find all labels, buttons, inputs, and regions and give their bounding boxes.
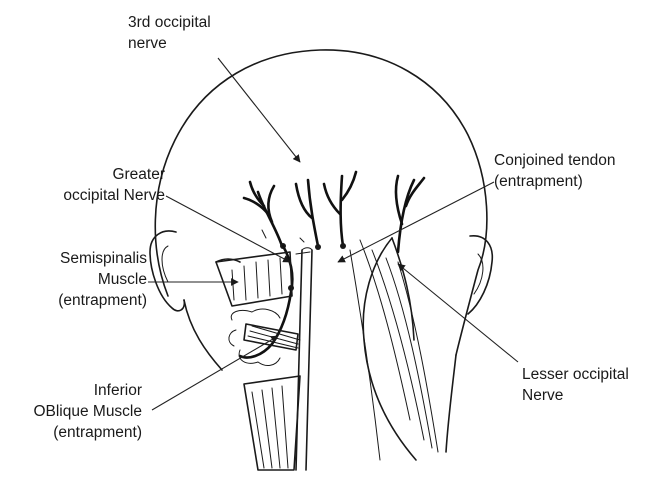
label-third-occipital-nerve: 3rd occipital nerve (128, 12, 211, 54)
label-lesser-occipital-nerve: Lesser occipital Nerve (522, 364, 629, 406)
scalp-nerve-branches (244, 172, 424, 252)
leader-conjoined-tendon (338, 182, 494, 262)
leader-greater-occipital (166, 196, 290, 262)
neck-right (446, 355, 456, 452)
head-outline (155, 50, 487, 355)
neck-left (184, 300, 222, 370)
label-conjoined-tendon: Conjoined tendon (entrapment) (494, 150, 616, 192)
semispinalis-muscle-block (216, 252, 292, 306)
label-greater-occipital-nerve: Greater occipital Nerve (63, 164, 165, 206)
label-inferior-oblique-muscle: Inferior OBlique Muscle (entrapment) (33, 380, 142, 443)
leader-third-occipital (218, 58, 300, 162)
right-ear (468, 236, 492, 314)
label-semispinalis-muscle: Semispinalis Muscle (entrapment) (58, 248, 147, 311)
leader-inferior-oblique (152, 336, 278, 410)
inferior-oblique-muscle (229, 309, 300, 365)
